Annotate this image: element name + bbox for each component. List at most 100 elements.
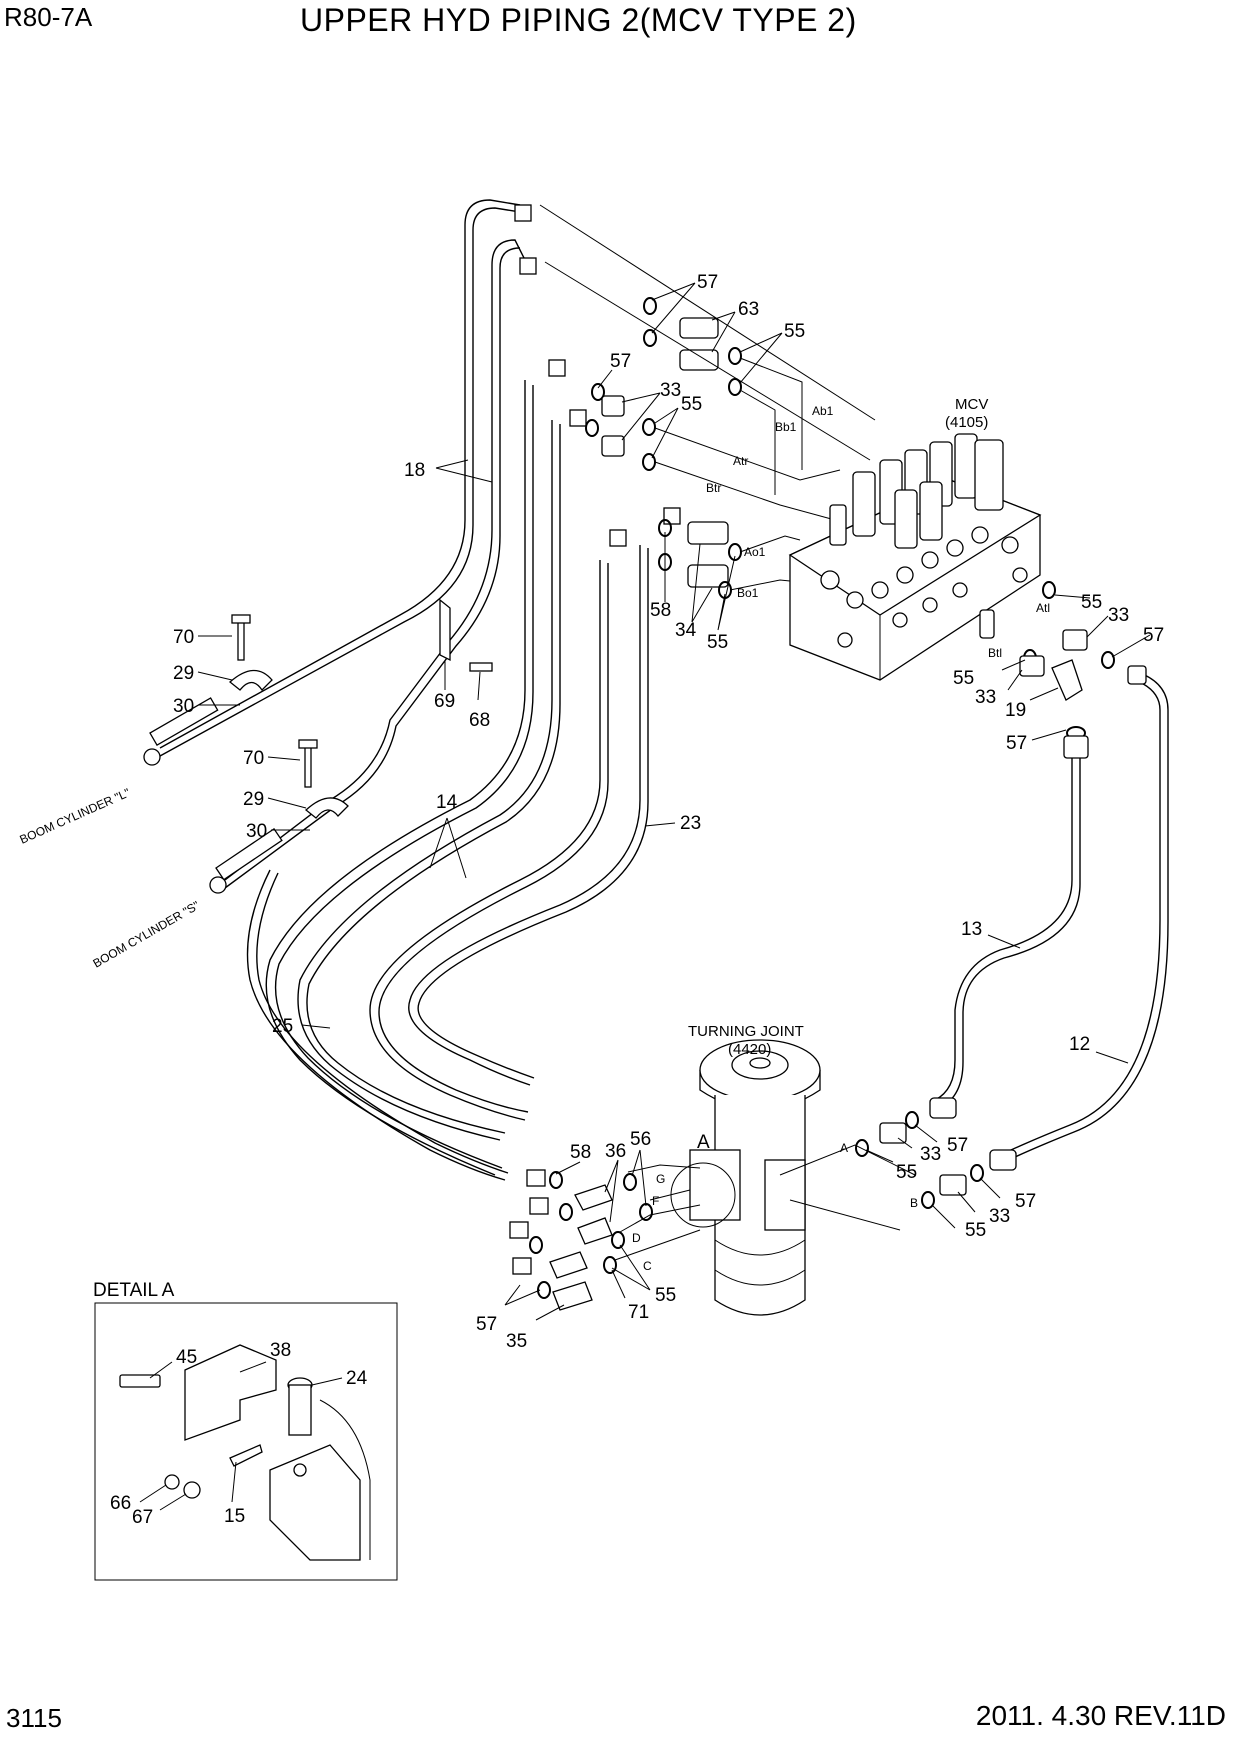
callout-15: 15 <box>224 1506 245 1527</box>
o-ring-57 <box>591 383 605 401</box>
hose-clamps <box>228 598 493 819</box>
o-ring-55 <box>611 1231 625 1249</box>
bolt-70 <box>237 619 245 661</box>
hose-18b <box>224 239 526 881</box>
hose-13 <box>934 755 1073 1101</box>
leader-57 <box>979 1177 1001 1199</box>
port-labels: Ab1 Bb1 Atr Btr Ao1 Bo1 Atl Btl A B G F … <box>632 404 1050 1273</box>
o-ring-55 <box>642 418 656 436</box>
hose-13-edge <box>939 755 1081 1109</box>
mcv-spools <box>852 433 1004 549</box>
port-g: G <box>656 1172 665 1186</box>
leader-35 <box>535 1304 565 1321</box>
leader-33 <box>1007 669 1023 691</box>
adapter-33 <box>601 435 625 457</box>
leader-71 <box>611 1269 626 1299</box>
callout-25: 25 <box>272 1016 293 1037</box>
hose-18a-edge <box>159 207 521 757</box>
callout-13: 13 <box>961 919 982 940</box>
o-ring <box>529 1236 543 1254</box>
mount-plate <box>269 1444 361 1561</box>
pin-24 <box>288 1384 312 1436</box>
callout-57: 57 <box>476 1314 497 1335</box>
boom-end-fittings <box>143 697 283 894</box>
revision-date: 2011. 4.30 REV.11D <box>975 1700 1226 1731</box>
detail-a-frame <box>94 1302 398 1581</box>
line-ao1 <box>739 535 801 553</box>
leader-55 <box>651 407 679 459</box>
leader-34 <box>691 543 713 623</box>
hose-12 <box>989 710 1161 1161</box>
leader-58 <box>555 1161 581 1175</box>
callout-24: 24 <box>346 1368 368 1389</box>
leader-63 <box>711 311 736 353</box>
leader-55 <box>931 1204 956 1229</box>
page-title: UPPER HYD PIPING 2(MCV TYPE 2) <box>300 2 857 38</box>
bolt-70-head <box>231 614 251 624</box>
mount-outline <box>319 1399 371 1560</box>
port-btr: Btr <box>706 481 721 495</box>
callout-30: 30 <box>246 821 267 842</box>
port-hole <box>922 597 938 613</box>
fitting <box>529 1197 549 1215</box>
leader-25 <box>301 1024 331 1029</box>
leader-55 <box>717 555 736 631</box>
clamp-29 <box>228 669 273 692</box>
callout-33: 33 <box>989 1206 1010 1227</box>
line-c <box>614 1229 701 1261</box>
hose-end-fitting <box>149 697 219 747</box>
callout-57: 57 <box>947 1135 968 1156</box>
hose-14a-edge <box>274 385 534 1169</box>
leader-55 <box>1001 659 1026 671</box>
leader-13 <box>987 934 1021 949</box>
callout-68: 68 <box>469 710 490 731</box>
line-ab1 <box>539 204 876 421</box>
fitting <box>512 1257 532 1275</box>
clamp-29 <box>305 797 349 819</box>
hose-18b-edge <box>224 247 521 889</box>
port-d: D <box>632 1231 641 1245</box>
callout-38: 38 <box>270 1340 291 1361</box>
tj-center <box>749 1057 771 1069</box>
o-ring-56 <box>623 1173 637 1191</box>
leader-70 <box>267 756 301 761</box>
callout-57: 57 <box>1143 625 1164 646</box>
callout-55: 55 <box>1081 592 1102 613</box>
elbow-35 <box>552 1281 593 1311</box>
port-atl-fitting <box>979 609 995 639</box>
line-ab1-port <box>739 357 803 470</box>
callout-55: 55 <box>784 321 805 342</box>
leader-18 <box>435 459 493 483</box>
callout-57: 57 <box>697 272 718 293</box>
callout-70: 70 <box>243 748 264 769</box>
port-a: A <box>840 1141 848 1155</box>
hose-end-nut <box>143 748 161 766</box>
leader-29 <box>197 671 233 681</box>
hose-23a-edge <box>378 563 609 1113</box>
adapter-33 <box>1019 655 1045 677</box>
mcv-name: MCV <box>955 396 988 413</box>
callout-55: 55 <box>707 632 728 653</box>
spool <box>852 471 876 537</box>
callout-70: 70 <box>173 627 194 648</box>
callout-58: 58 <box>650 600 671 621</box>
tj-band <box>714 1239 806 1256</box>
callout-57: 57 <box>610 351 631 372</box>
turning-joint <box>670 1039 821 1316</box>
tj-port-lines <box>614 1144 916 1261</box>
fitting <box>569 409 587 427</box>
bracket-38 <box>184 1344 277 1441</box>
leader-57 <box>1031 729 1067 741</box>
o-ring-58 <box>549 1171 563 1189</box>
fitting <box>609 529 627 547</box>
o-ring <box>585 419 599 437</box>
hose-23b <box>408 545 641 1086</box>
port-b: B <box>910 1196 918 1210</box>
leader-55 <box>611 1244 651 1291</box>
hose-23a <box>369 560 601 1121</box>
adapter-63 <box>679 317 719 339</box>
leader-55 <box>865 1149 894 1163</box>
hose-12-edge <box>993 710 1169 1168</box>
hose-23b-edge <box>417 548 649 1079</box>
line-a <box>779 1144 916 1176</box>
